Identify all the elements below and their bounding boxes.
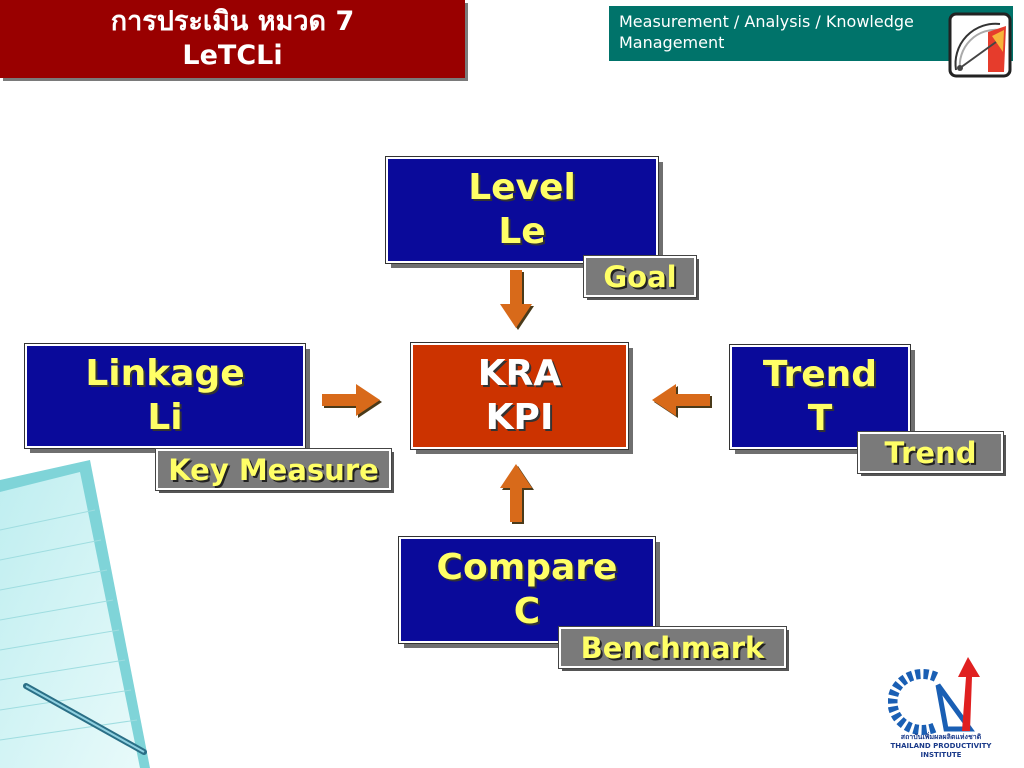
trend-abbrev: T (807, 398, 833, 439)
linkage-abbrev: Li (147, 397, 183, 438)
arrow-up-icon (500, 464, 534, 524)
arrow-right-icon (322, 384, 382, 418)
tpi-logo-text: สถาบันเพิ่มผลผลิตแห่งชาติ THAILAND PRODU… (888, 733, 994, 760)
notebook-pen-icon (0, 460, 150, 768)
goal-tag: Goal (583, 255, 697, 298)
arrow-down-icon (500, 270, 534, 330)
header-text: Measurement / Analysis / Knowledge Manag… (619, 12, 914, 52)
kpi-label: KPI (485, 397, 554, 438)
key-measure-tag: Key Measure (155, 448, 392, 491)
compare-label: Compare (436, 547, 618, 588)
benchmark-tag: Benchmark (558, 626, 787, 669)
title-line-letcli: LeTCLi (182, 40, 283, 71)
linkage-label: Linkage (85, 353, 245, 394)
level-abbrev: Le (498, 211, 546, 252)
compare-abbrev: C (513, 591, 541, 632)
level-box: Level Le (385, 156, 659, 264)
header-bar: Measurement / Analysis / Knowledge Manag… (609, 6, 1013, 61)
level-label: Level (468, 167, 576, 208)
tpi-thai-name: สถาบันเพิ่มผลผลิตแห่งชาติ (900, 733, 982, 741)
tpi-logo (888, 657, 980, 735)
kra-label: KRA (477, 353, 562, 394)
compare-box: Compare C (398, 536, 656, 644)
trend-box: Trend T (729, 344, 911, 450)
arrow-left-icon (652, 384, 712, 418)
trend-label: Trend (762, 354, 878, 395)
trend-tag: Trend (857, 431, 1004, 474)
linkage-box: Linkage Li (24, 343, 306, 449)
slide-title: การประเมิน หมวด 7 LeTCLi (0, 0, 465, 78)
kra-kpi-box: KRA KPI (410, 342, 629, 450)
gauge-icon (948, 12, 1012, 78)
title-line-thai: การประเมิน หมวด 7 (110, 6, 355, 37)
tpi-english-name: THAILAND PRODUCTIVITY INSTITUTE (890, 742, 992, 759)
